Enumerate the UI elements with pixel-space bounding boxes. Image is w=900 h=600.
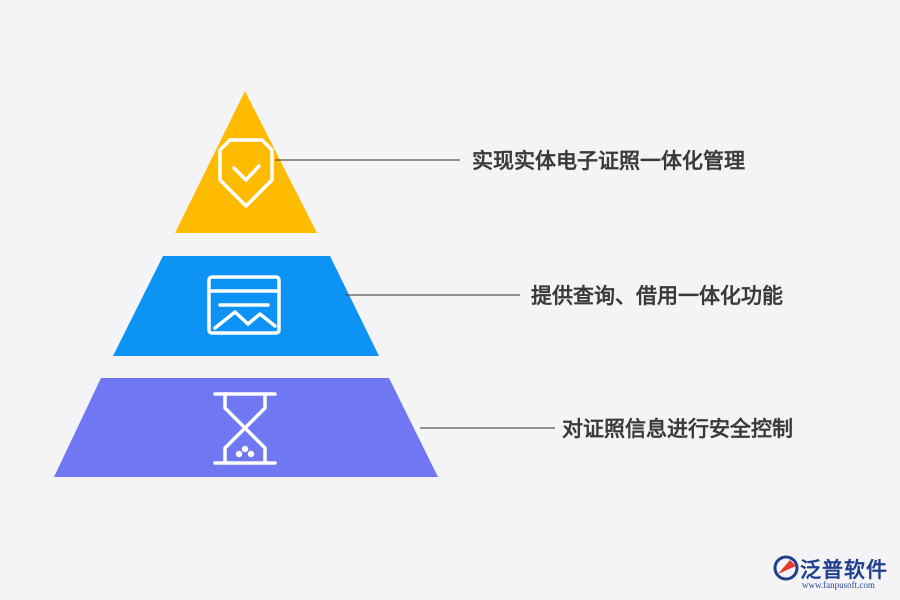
browser-chart-icon bbox=[207, 275, 281, 335]
brand-logo: 泛普软件 www.fanpusoft.com bbox=[770, 552, 895, 596]
tier-label-middle: 提供查询、借用一体化功能 bbox=[531, 284, 783, 308]
tier-label-bottom: 对证照信息进行安全控制 bbox=[562, 417, 793, 441]
logo-text: 泛普软件 bbox=[800, 558, 888, 582]
hourglass-icon bbox=[213, 392, 277, 465]
diamond-check-icon bbox=[218, 138, 274, 208]
pyramid-tier-top bbox=[175, 91, 317, 233]
fanpu-logo-icon bbox=[773, 555, 799, 581]
logo-url: www.fanpusoft.com bbox=[802, 580, 875, 590]
tier-label-top: 实现实体电子证照一体化管理 bbox=[472, 149, 745, 173]
